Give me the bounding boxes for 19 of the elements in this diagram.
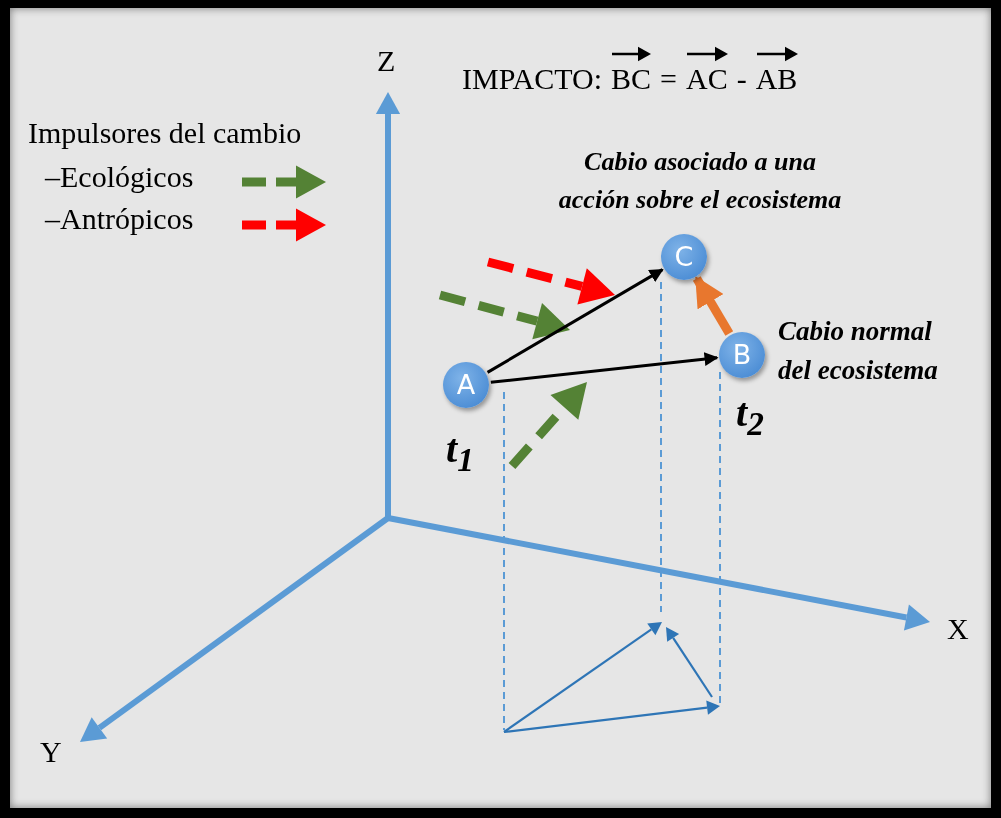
formula-text: IMPACTO: [462,62,603,96]
vector-notation: AB [755,62,798,96]
axis-label: Y [40,735,62,769]
axis-label: X [947,612,969,646]
arrow [486,268,664,374]
time-label: t$_{2}$ [736,389,765,444]
legend-text: –Antrópicos [45,202,194,236]
caption-text: Cabio asociado a una acción sobre el ecosistema [557,146,843,216]
arrow [490,352,719,384]
vector-notation: BC [611,62,652,96]
formula-text: = [660,62,677,96]
vector-notation: AC [686,62,728,96]
axis-label: Z [377,44,396,78]
caption-text: Cabio normal del ecosistema [778,315,939,388]
formula-text: - [736,62,747,96]
time-label: t$_{1}$ [446,425,475,480]
legend-text: –Ecológicos [45,160,194,194]
arrow [692,275,734,336]
legend-title: Impulsores del cambio [28,116,302,150]
